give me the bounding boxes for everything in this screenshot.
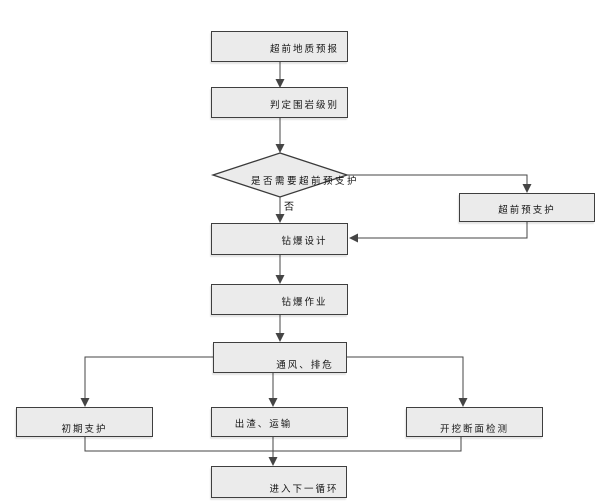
decision-question-label: 是否需要超前预支护: [251, 176, 360, 187]
node-label: 超前地质预报: [269, 43, 339, 55]
arrowhead: [458, 398, 468, 407]
arrowhead: [275, 333, 285, 342]
arrowhead: [275, 79, 285, 88]
node-ventilation-danger-removal: 通风、排危: [213, 342, 347, 373]
edge-merge-nextcycle: [84, 437, 462, 457]
arrowhead: [275, 275, 285, 284]
edge-ventilation-inspection: [347, 356, 464, 398]
arrowhead: [268, 398, 278, 407]
node-label: 超前预支护: [498, 204, 556, 216]
node-excavation-section-inspection: 开挖断面检测: [406, 407, 543, 437]
node-label: 进入下一循环: [269, 484, 339, 495]
node-label: 初期支护: [61, 424, 108, 435]
node-drill-blast-operation: 钻爆作业: [211, 284, 348, 315]
node-advance-geological-forecast: 超前地质预报: [211, 31, 348, 62]
arrowhead: [275, 144, 285, 153]
node-initial-support: 初期支护: [16, 407, 153, 437]
node-label: 钻爆作业: [281, 296, 328, 308]
node-label: 开挖断面检测: [439, 424, 509, 435]
node-label: 判定围岩级别: [269, 99, 339, 111]
node-advance-presupport: 超前预支护: [459, 193, 595, 222]
arrowhead: [349, 233, 358, 243]
arrowhead: [80, 398, 90, 407]
node-label: 通风、排危: [276, 359, 334, 371]
decision-diamond-shape: [210, 152, 350, 198]
edge-ventilation-initialsupport: [84, 356, 213, 398]
arrowhead: [522, 184, 532, 193]
node-drill-blast-design: 钻爆设计: [211, 223, 348, 255]
node-label: 出渣、运输: [234, 419, 293, 430]
node-enter-next-cycle: 进入下一循环: [211, 466, 347, 498]
edge-label-no: 否: [284, 202, 294, 213]
node-determine-rock-grade: 判定围岩级别: [211, 87, 348, 118]
arrowhead: [275, 214, 285, 223]
node-label: 钻爆设计: [281, 236, 328, 247]
node-mucking-transport: 出渣、运输: [211, 407, 348, 437]
arrowhead: [268, 457, 278, 466]
edge-presupport-blastdesign: [358, 222, 528, 239]
edge-decision-presupport: [347, 174, 528, 184]
